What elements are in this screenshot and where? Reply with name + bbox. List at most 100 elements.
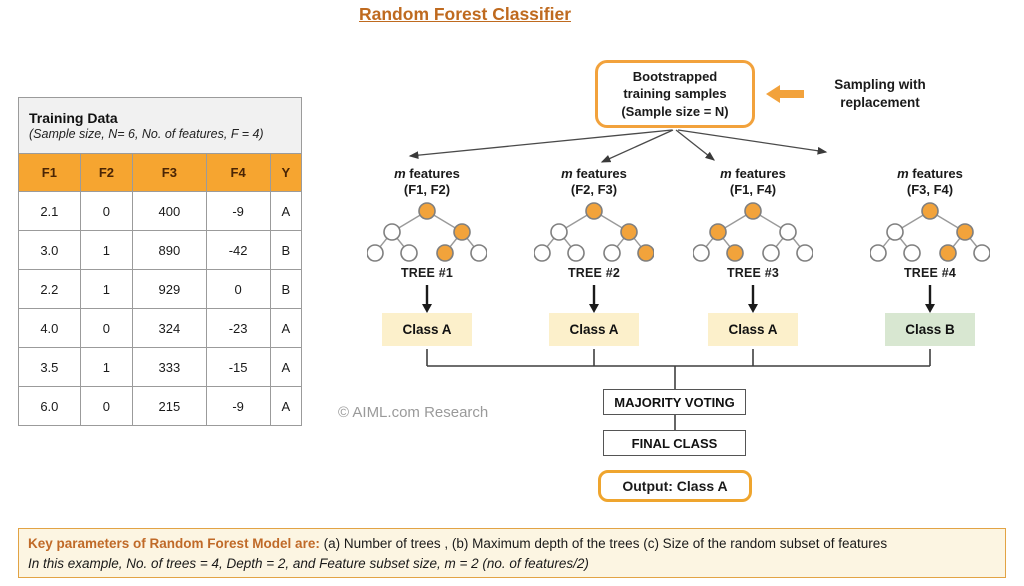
tree-name: TREE #3	[726, 266, 780, 281]
tree-node	[367, 244, 384, 262]
table-cell: 0	[79, 386, 134, 426]
table-cell: 1	[79, 269, 134, 309]
tree-node	[779, 223, 797, 241]
table-cell: 2.2	[18, 269, 81, 309]
tree-node	[870, 244, 887, 262]
table-cell: A	[269, 347, 303, 387]
tree-node	[762, 244, 780, 262]
tree-node	[383, 223, 401, 241]
table-cell: 890	[132, 230, 207, 270]
tree-node	[693, 244, 710, 262]
table-cell: 929	[132, 269, 207, 309]
example-parameters-line: In this example, No. of trees = 4, Depth…	[28, 555, 589, 571]
tree-node	[550, 223, 568, 241]
tree-column-1: m features (F1, F2) TREE #1 Class A	[357, 160, 497, 347]
tree-column-4: m features (F3, F4) TREE #4 Class B	[860, 160, 1000, 347]
tree-node	[567, 244, 585, 262]
key-parameters-note: Key parameters of Random Forest Model ar…	[18, 528, 1006, 578]
table-cell: -42	[205, 230, 271, 270]
table-cell: 400	[132, 191, 207, 231]
output-class-box: Output: Class A	[598, 470, 752, 502]
tree-node	[470, 244, 487, 262]
tree-node-selected	[921, 202, 939, 220]
table-header-cell: F4	[205, 153, 271, 192]
tree-node	[796, 244, 813, 262]
table-cell: -9	[205, 191, 271, 231]
table-cell: 6.0	[18, 386, 81, 426]
table-cell: 3.5	[18, 347, 81, 387]
table-cell: 0	[205, 269, 271, 309]
class-result-box: Class A	[708, 313, 798, 347]
tree-node	[886, 223, 904, 241]
table-title: Training Data	[29, 110, 118, 126]
decision-tree-diagram	[367, 202, 487, 262]
training-data-table: Training Data (Sample size, N= 6, No. of…	[18, 97, 303, 426]
table-cell: 1	[79, 230, 134, 270]
table-header-cell: F1	[18, 153, 81, 192]
table-header-cell: F2	[79, 153, 134, 192]
table-cell: 324	[132, 308, 207, 348]
majority-voting-box: MAJORITY VOTING	[603, 389, 746, 415]
table-cell: -15	[205, 347, 271, 387]
table-cell: 1	[79, 347, 134, 387]
tree-feature-subset: (F1, F2)	[403, 181, 451, 197]
table-cell: 215	[132, 386, 207, 426]
tree-node-selected	[453, 223, 471, 241]
table-cell: 333	[132, 347, 207, 387]
sampling-note: Sampling with replacement	[834, 77, 926, 110]
tree-feature-subset: (F2, F3)	[570, 181, 618, 197]
tree-node	[534, 244, 551, 262]
tree-features-label: m features (F3, F4)	[860, 166, 1000, 197]
tree-node-selected	[726, 244, 744, 262]
tree-node	[903, 244, 921, 262]
table-cell: 0	[79, 308, 134, 348]
left-arrow-icon	[766, 85, 804, 103]
decision-tree-diagram	[693, 202, 813, 262]
page-title: Random Forest Classifier	[359, 4, 571, 24]
tree-features-label: m features (F1, F4)	[683, 166, 823, 197]
tree-node-selected	[620, 223, 638, 241]
table-cell: 4.0	[18, 308, 81, 348]
table-cell: 3.0	[18, 230, 81, 270]
key-parameters-line: Key parameters of Random Forest Model ar…	[28, 536, 888, 551]
tree-node-selected	[418, 202, 436, 220]
table-cell: -9	[205, 386, 271, 426]
table-cell: A	[269, 191, 303, 231]
tree-node-selected	[939, 244, 957, 262]
tree-node-selected	[585, 202, 603, 220]
table-header-cell: F3	[132, 153, 207, 192]
tree-node	[400, 244, 418, 262]
tree-name: TREE #1	[400, 266, 454, 281]
table-cell: A	[269, 308, 303, 348]
tree-node-selected	[709, 223, 727, 241]
table-cell: B	[269, 230, 303, 270]
tree-node-selected	[956, 223, 974, 241]
tree-node	[973, 244, 990, 262]
tree-node	[603, 244, 621, 262]
table-header-cell: Y	[269, 153, 303, 192]
tree-feature-subset: (F1, F4)	[729, 181, 777, 197]
tree-feature-subset: (F3, F4)	[906, 181, 954, 197]
final-class-box: FINAL CLASS	[603, 430, 746, 456]
table-cell: B	[269, 269, 303, 309]
tree-node-selected	[744, 202, 762, 220]
copyright-text: © AIML.com Research	[338, 404, 489, 421]
table-cell: -23	[205, 308, 271, 348]
table-cell: A	[269, 386, 303, 426]
tree-column-2: m features (F2, F3) TREE #2 Class A	[524, 160, 664, 347]
tree-name: TREE #4	[903, 266, 957, 281]
class-result-box: Class A	[549, 313, 639, 347]
class-result-box: Class B	[885, 313, 975, 347]
tree-features-label: m features (F1, F2)	[357, 166, 497, 197]
tree-column-3: m features (F1, F4) TREE #3 Class A	[683, 160, 823, 347]
table-cell: 0	[79, 191, 134, 231]
table-cell: 2.1	[18, 191, 81, 231]
decision-tree-diagram	[534, 202, 654, 262]
decision-tree-diagram	[870, 202, 990, 262]
